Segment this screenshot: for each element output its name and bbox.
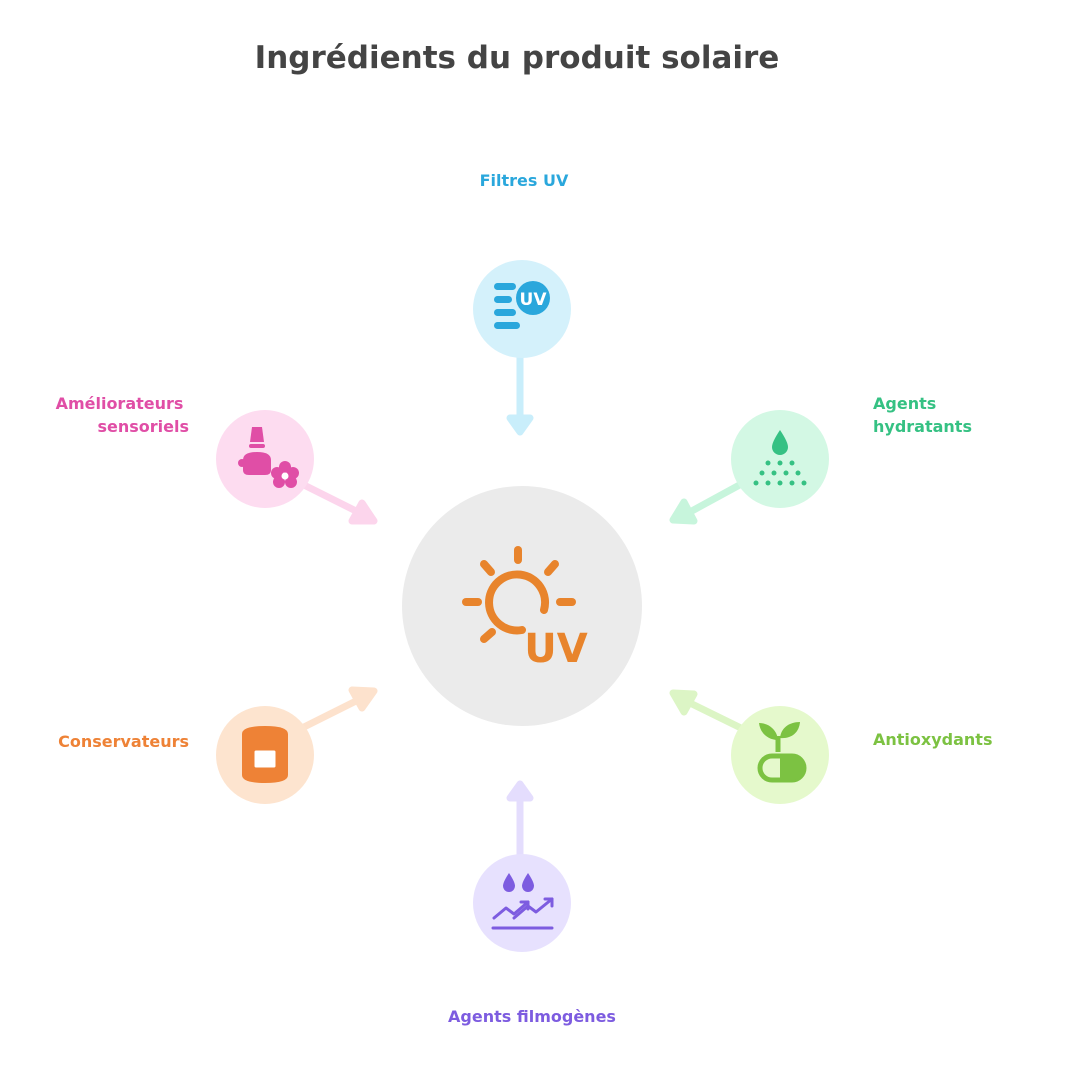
jar-icon xyxy=(242,726,288,783)
label-antioxydants: Antioxydants xyxy=(873,730,992,749)
film-forming-icon xyxy=(491,873,554,930)
arrow-ameliorateurs-sensoriels xyxy=(294,478,378,525)
arrow-filtres-uv xyxy=(506,346,534,436)
label-ameliorateurs-sensoriels: Améliorateurs sensoriels xyxy=(56,394,189,436)
label-agents-filmogenes-line-1: Agents filmogènes xyxy=(448,1007,616,1026)
label-filtres-uv: Filtres UV xyxy=(480,171,569,190)
label-antioxydants-line-1: Antioxydants xyxy=(873,730,992,749)
label-ameliorateurs-sensoriels-line-1: Améliorateurs xyxy=(56,394,184,413)
label-agents-filmogenes: Agents filmogènes xyxy=(448,1007,616,1026)
sprout-capsule-icon xyxy=(757,722,807,783)
label-agents-hydratants-line-2: hydratants xyxy=(873,417,972,436)
sun-uv-icon: UV xyxy=(462,546,588,672)
water-spray-icon xyxy=(753,430,807,486)
label-conservateurs: Conservateurs xyxy=(58,732,189,751)
arrows xyxy=(294,346,749,874)
node-circle-agents-hydratants xyxy=(731,410,829,508)
labels: Filtres UV Agents hydratants Antioxydant… xyxy=(56,171,993,1026)
label-agents-hydratants-line-1: Agents xyxy=(873,394,936,413)
center-circle xyxy=(402,486,642,726)
fragrance-flower-icon xyxy=(238,427,299,488)
arrow-conservateurs xyxy=(294,686,378,734)
diagram-title: Ingrédients du produit solaire xyxy=(255,40,780,76)
center-uv-text: UV xyxy=(524,626,587,672)
label-filtres-uv-line-1: Filtres UV xyxy=(480,171,569,190)
uv-filter-icon-text: UV xyxy=(520,290,548,310)
label-ameliorateurs-sensoriels-line-2: sensoriels xyxy=(97,417,189,436)
arrow-antioxydants xyxy=(669,689,749,734)
uv-filter-icon: UV xyxy=(494,281,550,329)
label-agents-hydratants: Agents hydratants xyxy=(873,394,972,436)
label-conservateurs-line-1: Conservateurs xyxy=(58,732,189,751)
arrow-agents-hydratants xyxy=(669,478,749,525)
